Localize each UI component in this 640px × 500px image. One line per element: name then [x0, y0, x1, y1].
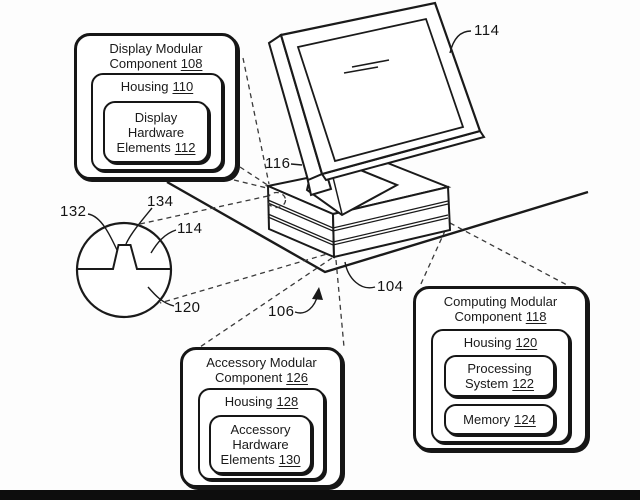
- connector-detail-marker: [266, 191, 287, 209]
- accessory-elements-line2: Hardware: [232, 437, 289, 452]
- ref-label-device: 106: [268, 303, 295, 320]
- accessory-elements-ref: 130: [278, 452, 301, 467]
- accessory-elements-line1: Accessory: [230, 422, 291, 437]
- detail-circle-drawing: [75, 221, 173, 319]
- computing-title-line1: Computing Modular: [443, 294, 558, 309]
- screen-glare-marks: [343, 59, 390, 74]
- accessory-title-line1: Accessory Modular: [206, 355, 317, 370]
- computing-title-ref: 118: [525, 309, 547, 324]
- dashed-leader-accessory-left: [199, 257, 333, 348]
- display-elements-line1: Display: [134, 109, 178, 125]
- dashed-leader-detail-bottom: [159, 251, 335, 304]
- display-title-ref: 108: [180, 56, 203, 71]
- memory-ref: 124: [514, 412, 536, 427]
- ref-label-hinge: 116: [265, 155, 291, 172]
- display-elements-line3: Elements: [116, 139, 171, 155]
- ref-label-base: 104: [377, 278, 404, 295]
- accessory-title-ref: 126: [286, 370, 308, 385]
- display-elements-ref: 112: [174, 139, 196, 155]
- table-surface-line: [166, 180, 589, 274]
- ref-label-detail-top: 134: [147, 193, 174, 210]
- page-edge-bar: [0, 490, 640, 500]
- arrowhead-106: [312, 287, 323, 300]
- housing-120-ref: 120: [515, 335, 538, 350]
- ref-label-detail-lower: 120: [174, 299, 201, 316]
- dashed-leader-computing-right: [449, 222, 568, 286]
- memory-label: Memory: [463, 412, 511, 427]
- dashed-leader-display-2: [239, 166, 270, 187]
- computing-title-line2: Component: [454, 309, 522, 324]
- monitor-drawing: [267, 1, 486, 182]
- ref-label-detail-upper: 114: [177, 220, 203, 237]
- dashed-leader-computing-left: [419, 221, 450, 287]
- housing-128-label: Housing: [224, 394, 273, 409]
- accessory-elements-line3: Elements: [220, 452, 275, 467]
- housing-110-ref: 110: [172, 79, 194, 94]
- accessory-title-line2: Component: [215, 370, 283, 385]
- processing-ref: 122: [512, 376, 535, 391]
- display-title-line1: Display Modular: [109, 41, 203, 56]
- housing-110-label: Housing: [120, 79, 169, 94]
- housing-128-ref: 128: [276, 394, 299, 409]
- dashed-leader-display-3: [233, 179, 272, 190]
- processing-line1: Processing: [467, 361, 532, 376]
- dashed-leader-detail-top: [139, 195, 269, 225]
- dashed-leader-accessory-right: [335, 259, 345, 348]
- processing-line2: System: [464, 376, 509, 391]
- display-title-line2: Component: [109, 56, 177, 71]
- ref-label-monitor: 114: [474, 22, 500, 39]
- dashed-leader-display-1: [242, 57, 270, 185]
- base-layer-lines: [267, 199, 449, 246]
- housing-120-label: Housing: [463, 335, 512, 350]
- display-elements-line2: Hardware: [127, 124, 185, 140]
- ref-label-detail-left: 132: [60, 203, 87, 220]
